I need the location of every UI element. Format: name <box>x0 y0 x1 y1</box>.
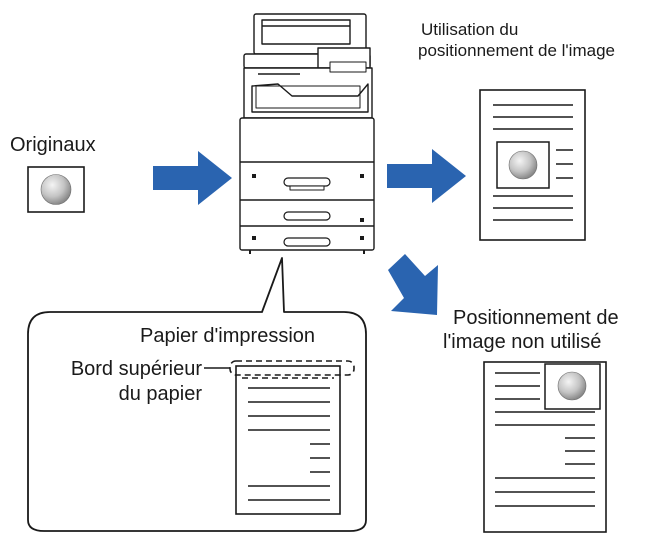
image-circle-icon <box>557 371 587 401</box>
print-paper-label: Papier d'impression <box>140 325 316 347</box>
arrow-down-right-icon <box>388 254 438 315</box>
originals-label: Originaux <box>10 134 96 156</box>
copier-icon <box>239 13 375 254</box>
image-circle-icon <box>508 150 538 180</box>
original-image-icon <box>27 166 85 213</box>
print-paper-icon <box>235 365 341 515</box>
without-positioning-label-line1: Positionnement de <box>453 307 619 329</box>
arrow-right-icon <box>153 151 232 205</box>
top-edge-label-line1: Bord supérieur <box>70 358 202 380</box>
with-positioning-label-line1: Utilisation du <box>421 20 519 39</box>
output-page-unpositioned-icon <box>483 361 607 533</box>
without-positioning-label-line2: l'image non utilisé <box>443 331 602 353</box>
with-positioning-label-line2: positionnement de l'image <box>418 41 615 60</box>
top-edge-label-line2: du papier <box>118 383 202 405</box>
arrow-right-icon <box>387 149 466 203</box>
